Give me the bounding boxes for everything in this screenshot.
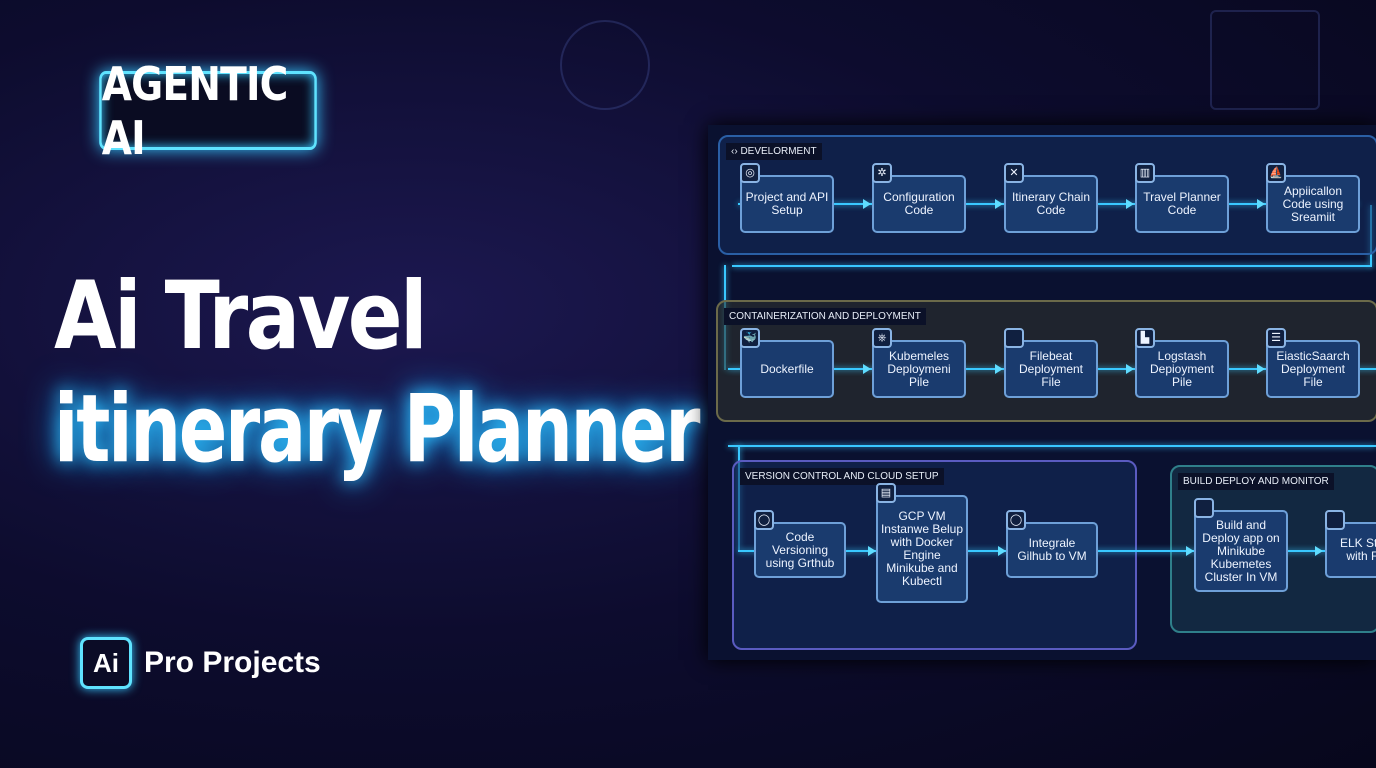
node-label: Code Versioning using Grthub <box>765 529 835 570</box>
ai-chip-icon: Ai <box>80 637 132 689</box>
node-label: Project and API Setup <box>745 190 829 217</box>
elasticsearch-icon: ☰ <box>1266 328 1286 348</box>
node-dockerfile: 🐳Dockerfile <box>740 328 834 398</box>
brand-name: Pro Projects <box>144 646 321 679</box>
connector <box>732 265 1372 267</box>
brand-logo: Ai Pro Projects <box>80 637 321 689</box>
node-kubernetes: ⎈Kubemeles Deploymeni Pile <box>872 328 966 398</box>
x-icon: ✕ <box>1004 163 1024 183</box>
arrow-icon <box>863 199 871 209</box>
section-title: BUILD DEPLOY AND MONITOR <box>1178 473 1334 490</box>
node-gcp-vm: ▤ GCP VM Instanwe Belup with Docker Engin… <box>876 483 968 603</box>
section-title: ‹› DEVELORMENT <box>726 143 822 160</box>
arrow-icon <box>1315 546 1323 556</box>
pipeline-diagram: ‹› DEVELORMENT CONTAINERIZATION AND DEPL… <box>708 125 1376 660</box>
title-line-2: itinerary Planner <box>54 375 701 484</box>
node-itinerary-chain: ✕ Itinerary Chain Code <box>1004 163 1098 233</box>
node-label: GCP VM Instanwe Belup with Docker Engine… <box>880 509 964 588</box>
node-logstash: ▙Logstash Depioyment Pile <box>1135 328 1229 398</box>
arrow-icon <box>1257 199 1265 209</box>
node-label: Integrale Gilhub to VM <box>1017 536 1087 563</box>
node-application: ⛵Appiicallon Code using Sreamiit <box>1266 163 1360 233</box>
node-label: Build and Deploy app on Minikube Kubemet… <box>1202 517 1280 584</box>
api-icon: ◎ <box>740 163 760 183</box>
node-label: Itinerary Chain Code <box>1011 190 1091 217</box>
book-icon: ▥ <box>1135 163 1155 183</box>
arrow-icon <box>1126 364 1134 374</box>
chip-decoration <box>1210 10 1320 110</box>
node-filebeat: Filebeat Deployment File <box>1004 328 1098 398</box>
section-title: VERSION CONTROL AND CLOUD SETUP <box>740 468 944 485</box>
node-configuration: ✲ Configuration Code <box>872 163 966 233</box>
arrow-icon <box>868 546 876 556</box>
circuit-decoration <box>560 20 650 110</box>
node-label: Configuration Code <box>883 190 955 217</box>
node-label: Dockerfile <box>760 361 814 376</box>
arrow-icon <box>995 364 1003 374</box>
github-icon: ◯ <box>754 510 774 530</box>
agentic-ai-badge: AGENTIC AI <box>99 57 317 165</box>
node-label: ELK Stac with Fil <box>1339 536 1376 563</box>
gear-icon: ✲ <box>872 163 892 183</box>
node-build-deploy: Build and Deploy app on Minikube Kubemet… <box>1194 498 1288 592</box>
server-icon: ▤ <box>876 483 896 503</box>
title-line-1: Ai Travel <box>54 262 428 371</box>
node-elk-stack: ELK Stac with Fil <box>1325 510 1376 578</box>
elk-icon <box>1325 510 1345 530</box>
logstash-icon: ▙ <box>1135 328 1155 348</box>
node-label: Filebeat Deployment File <box>1018 348 1084 389</box>
arrow-icon <box>863 364 871 374</box>
filebeat-icon <box>1004 328 1024 348</box>
arrow-icon <box>1186 546 1194 556</box>
section-title: CONTAINERIZATION AND DEPLOYMENT <box>724 308 926 325</box>
github-icon: ◯ <box>1006 510 1026 530</box>
docker-icon: 🐳 <box>740 328 760 348</box>
node-label: Logstash Depioyment Pile <box>1149 348 1215 389</box>
streamlit-icon: ⛵ <box>1266 163 1286 183</box>
arrow-icon <box>1257 364 1265 374</box>
connector <box>728 445 1376 447</box>
node-label: Kubemeles Deploymeni Pile <box>887 348 951 389</box>
node-project-setup: ◎ Project and API Setup <box>740 163 834 233</box>
build-icon <box>1194 498 1214 518</box>
kubernetes-icon: ⎈ <box>872 328 892 348</box>
node-label: EiasticSaarch Deployment File <box>1276 348 1350 389</box>
arrow-icon <box>998 546 1006 556</box>
node-integrate-github: ◯ Integrale Gilhub to VM <box>1006 510 1098 578</box>
arrow-icon <box>1126 199 1134 209</box>
node-code-versioning: ◯Code Versioning using Grthub <box>754 510 846 578</box>
node-label: Travel Planner Code <box>1143 190 1221 217</box>
arrow-icon <box>995 199 1003 209</box>
node-travel-planner: ▥ Travel Planner Code <box>1135 163 1229 233</box>
node-elasticsearch: ☰EiasticSaarch Deployment File <box>1266 328 1360 398</box>
node-label: Appiicallon Code using Sreamiit <box>1282 183 1344 224</box>
